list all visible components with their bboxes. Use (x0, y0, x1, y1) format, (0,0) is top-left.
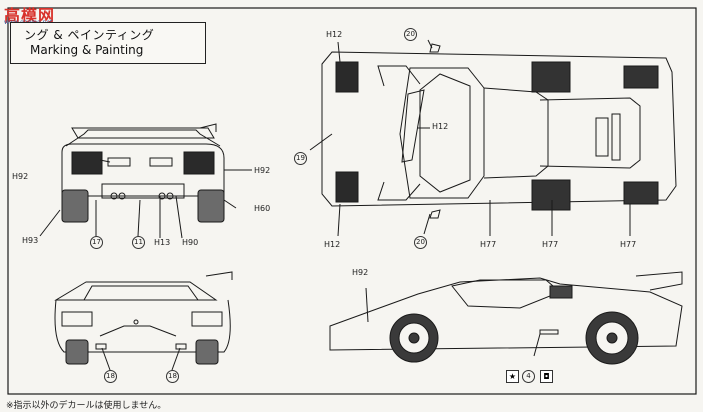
callout-20-bottom: 20 (414, 236, 427, 249)
label-h12-top: H12 (326, 30, 343, 39)
logo-text: 高模网 (4, 6, 56, 25)
square-decal-icon: ◘ (540, 370, 553, 383)
label-h77-1: H77 (480, 240, 497, 249)
label-h77-3: H77 (620, 240, 637, 249)
label-h60: H60 (254, 204, 271, 213)
label-h93: H93 (22, 236, 39, 245)
front-view (54, 271, 233, 371)
label-h92-left: H92 (12, 172, 29, 181)
footnote: ※指示以外のデカールは使用しません。 (6, 401, 167, 411)
label-h12-windshield: H12 (432, 122, 449, 131)
label-h90: H90 (182, 238, 199, 247)
star-decal-icon: ★ (506, 370, 519, 383)
callout-18-right: 18 (166, 370, 179, 383)
title-japanese: ング & ペインティング (24, 28, 155, 42)
label-h92-right: H92 (254, 166, 271, 175)
label-h12-bottom: H12 (324, 240, 341, 249)
callout-11: 11 (132, 236, 145, 249)
callout-17: 17 (90, 236, 103, 249)
callout-19: 19 (294, 152, 307, 165)
rear-view (39, 123, 252, 239)
side-view (329, 271, 683, 365)
label-h13: H13 (154, 238, 171, 247)
callout-18-left: 18 (104, 370, 117, 383)
callout-4: 4 (522, 370, 535, 383)
title-english: Marking & Painting (30, 43, 144, 57)
label-h92-side: H92 (352, 268, 369, 277)
callout-20-top: 20 (404, 28, 417, 41)
top-view (309, 39, 677, 237)
title-box (10, 22, 206, 64)
sheet-border (7, 7, 697, 395)
label-h77-2: H77 (542, 240, 559, 249)
